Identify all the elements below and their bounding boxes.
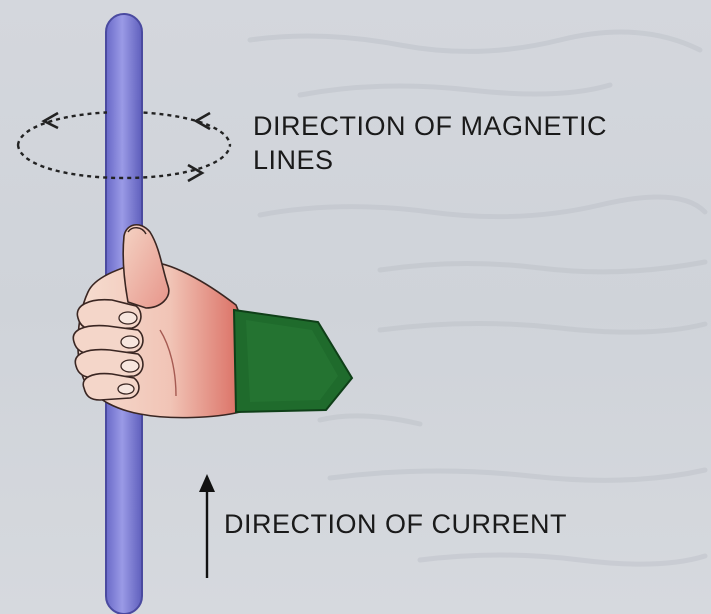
field-line-back	[16, 110, 232, 146]
current-direction-arrow	[199, 474, 215, 578]
arrow-up-icon	[199, 474, 215, 492]
current-direction-label: DIRECTION OF CURRENT	[224, 509, 567, 539]
hand-thumb	[122, 224, 170, 309]
field-arrow-upper-right-icon	[193, 111, 211, 131]
knuckle-line	[159, 329, 177, 397]
field-arrow-left-icon	[41, 111, 59, 130]
field-line-front	[16, 144, 232, 180]
thumb-nail	[127, 227, 147, 235]
field-arrow-lower-right-icon	[187, 163, 205, 183]
magnetic-label-line-1: DIRECTION OF MAGNETIC	[253, 111, 607, 141]
magnetic-lines-label: DIRECTION OF MAGNETIC LINES	[253, 110, 607, 178]
wire-front-overlay	[107, 100, 141, 180]
magnetic-field-loop	[16, 100, 232, 183]
right-hand	[72, 224, 247, 419]
finger-nails	[117, 311, 140, 395]
magnetic-label-line-2: LINES	[253, 144, 334, 175]
shirt-cuff-shade	[246, 320, 338, 402]
